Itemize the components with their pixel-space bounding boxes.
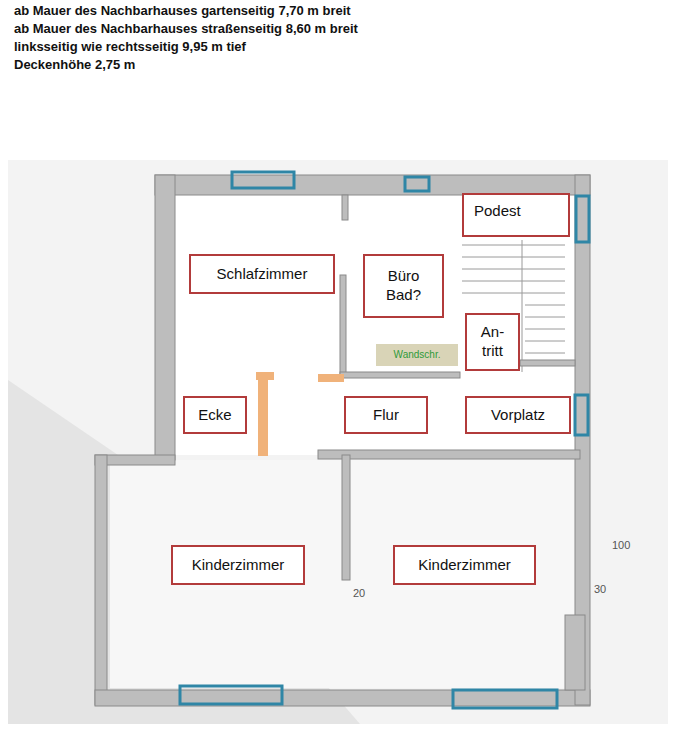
dimension: 100 (612, 538, 630, 552)
marked-walls (256, 372, 344, 456)
dimension: 20 (353, 586, 365, 600)
room-name: Büro Bad? (371, 267, 436, 305)
note-text: Deckenhöhe 2,75 m (14, 57, 135, 74)
room-name: Schlafzimmer (217, 265, 308, 284)
room-box: Schlafzimmer (189, 254, 335, 294)
closet-box: Wandschr. (376, 344, 458, 366)
room-name: Flur (373, 406, 399, 425)
scan-ground (8, 160, 668, 724)
room-box: Ecke (183, 396, 247, 434)
room-name: Kinderzimmer (192, 556, 285, 575)
stair-start-box: An- tritt (465, 313, 520, 371)
room-name: Kinderzimmer (418, 556, 511, 575)
stair-treads (462, 240, 565, 372)
walls (95, 175, 590, 706)
note-text: ab Mauer des Nachbarhauses gartenseitig … (14, 3, 351, 20)
room-name: Ecke (198, 406, 231, 425)
windows (180, 172, 589, 708)
room-name: Vorplatz (491, 406, 545, 425)
room-box: Kinderzimmer (171, 545, 305, 585)
room-box: Vorplatz (465, 396, 571, 434)
room-box: Büro Bad? (363, 254, 444, 318)
landing-box: Podest (462, 193, 570, 237)
room-name: Wandschr. (394, 349, 441, 362)
room-name: Podest (474, 202, 521, 221)
room-box: Kinderzimmer (393, 545, 536, 585)
note-text: ab Mauer des Nachbarhauses straßenseitig… (14, 21, 358, 38)
room-box: Flur (344, 396, 428, 434)
dimension: 30 (594, 582, 606, 596)
note-text: linksseitig wie rechtsseitig 9,95 m tief (14, 39, 246, 56)
room-name: An- tritt (473, 323, 512, 361)
